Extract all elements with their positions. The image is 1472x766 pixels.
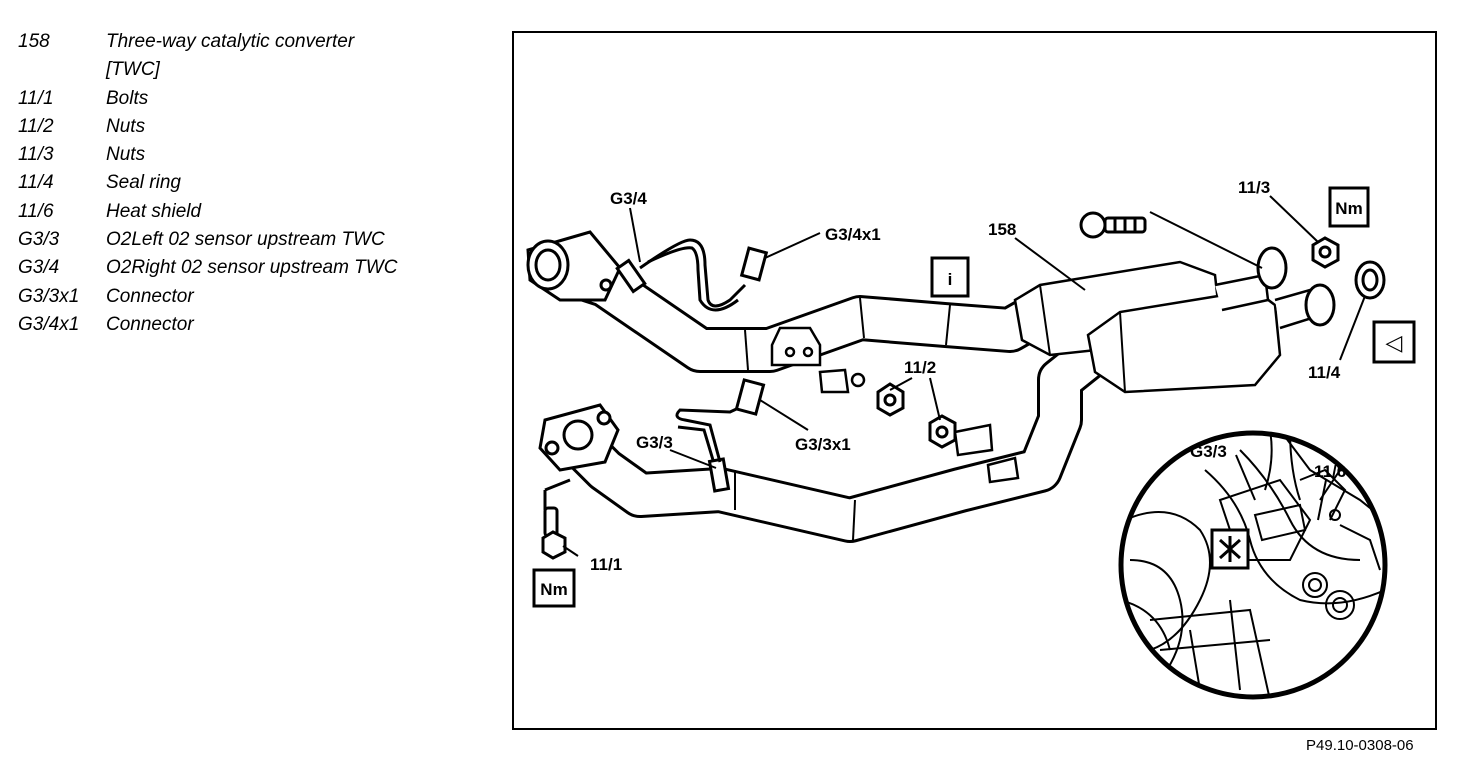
nm-label: Nm	[1335, 199, 1362, 218]
legend-code: 11/3	[18, 144, 54, 166]
legend-desc-cont: [TWC]	[106, 59, 160, 81]
legend-code: G3/3x1	[18, 285, 80, 307]
callout-158: 158	[988, 220, 1016, 239]
upper-inlet-flange	[526, 230, 622, 302]
torque-symbol-bottom: Nm	[532, 568, 576, 608]
svg-text:i: i	[948, 270, 953, 289]
legend-row-11-2: 11/2 Nuts	[18, 115, 488, 143]
diagram-frame	[512, 31, 1437, 730]
callout-11-4: 11/4	[1308, 363, 1341, 382]
legend-row-158-cont: [TWC]	[18, 58, 488, 86]
lower-exhaust-pipe	[557, 337, 1108, 543]
parts-legend: 158 Three-way catalytic converter [TWC] …	[18, 30, 488, 341]
legend-row-g3-4: G3/4 O2Right 02 sensor upstream TWC	[18, 256, 488, 284]
legend-desc: O2Right 02 sensor upstream TWC	[106, 257, 398, 279]
legend-code: 11/1	[18, 87, 54, 109]
svg-text:◁: ◁	[1386, 331, 1403, 356]
legend-row-11-6: 11/6 Heat shield	[18, 200, 488, 228]
seal-ring-11-4	[1354, 260, 1386, 300]
legend-code: 11/6	[18, 200, 54, 222]
legend-row-158: 158 Three-way catalytic converter	[18, 30, 488, 58]
upper-exhaust-pipe	[542, 249, 1068, 373]
callout-g3-3x1: G3/3x1	[795, 435, 851, 454]
legend-desc: Heat shield	[106, 200, 202, 222]
legend-code: G3/3	[18, 229, 60, 251]
callout-11-1: 11/1	[590, 555, 622, 574]
legend-desc: Connector	[106, 285, 194, 307]
legend-row-11-4: 11/4 Seal ring	[18, 171, 488, 199]
legend-code: 11/2	[18, 115, 54, 137]
mounting-brackets	[770, 326, 1020, 484]
legend-desc: Bolts	[106, 87, 149, 109]
legend-code: G3/4	[18, 257, 60, 279]
legend-row-11-1: 11/1 Bolts	[18, 87, 488, 115]
nut-11-3	[1311, 236, 1340, 269]
legend-row-g3-3x1: G3/3x1 Connector	[18, 285, 488, 313]
legend-row-g3-4x1: G3/4x1 Connector	[18, 313, 488, 341]
info-icon: i	[930, 256, 970, 298]
figure-id: P49.10-0308-06	[1306, 737, 1414, 754]
nm-label: Nm	[540, 580, 567, 599]
outlet-flange	[1304, 283, 1336, 327]
callout-g3-4: G3/4	[610, 189, 647, 208]
callout-11-3: 11/3	[1238, 178, 1270, 197]
legend-desc: Nuts	[106, 115, 146, 137]
legend-desc: Three-way catalytic converter	[106, 31, 355, 52]
legend-code: 158	[18, 31, 50, 52]
legend-row-11-3: 11/3 Nuts	[18, 143, 488, 171]
callout-11-2: 11/2	[904, 358, 936, 377]
torque-symbol-top: Nm	[1328, 186, 1370, 228]
bolt-11-3	[1079, 211, 1147, 239]
callout-g3-4x1: G3/4x1	[825, 225, 881, 244]
nuts-11-2	[876, 382, 957, 449]
detail-callout-g3-3: G3/3	[1190, 442, 1227, 461]
detail-view: G3/3 11/6	[1118, 430, 1388, 700]
detail-symbol-icon	[1210, 528, 1250, 570]
legend-desc: Connector	[106, 313, 194, 335]
legend-desc: O2Left 02 sensor upstream TWC	[106, 229, 385, 251]
bolt-11-1	[541, 478, 571, 560]
lower-inlet-flange	[538, 403, 620, 472]
leader-lines	[562, 195, 1366, 557]
detail-callout-11-6: 11/6	[1314, 462, 1346, 481]
legend-code: 11/4	[18, 172, 54, 194]
legend-desc: Seal ring	[106, 172, 181, 194]
callout-g3-3: G3/3	[636, 433, 673, 452]
legend-row-g3-3: G3/3 O2Left 02 sensor upstream TWC	[18, 228, 488, 256]
arrow-icon: ◁	[1372, 320, 1416, 364]
legend-desc: Nuts	[106, 144, 146, 166]
outlet-flange	[1256, 246, 1288, 290]
catalytic-converter	[1013, 260, 1314, 394]
o2-sensor-right	[615, 238, 769, 312]
legend-code: G3/4x1	[18, 313, 80, 335]
